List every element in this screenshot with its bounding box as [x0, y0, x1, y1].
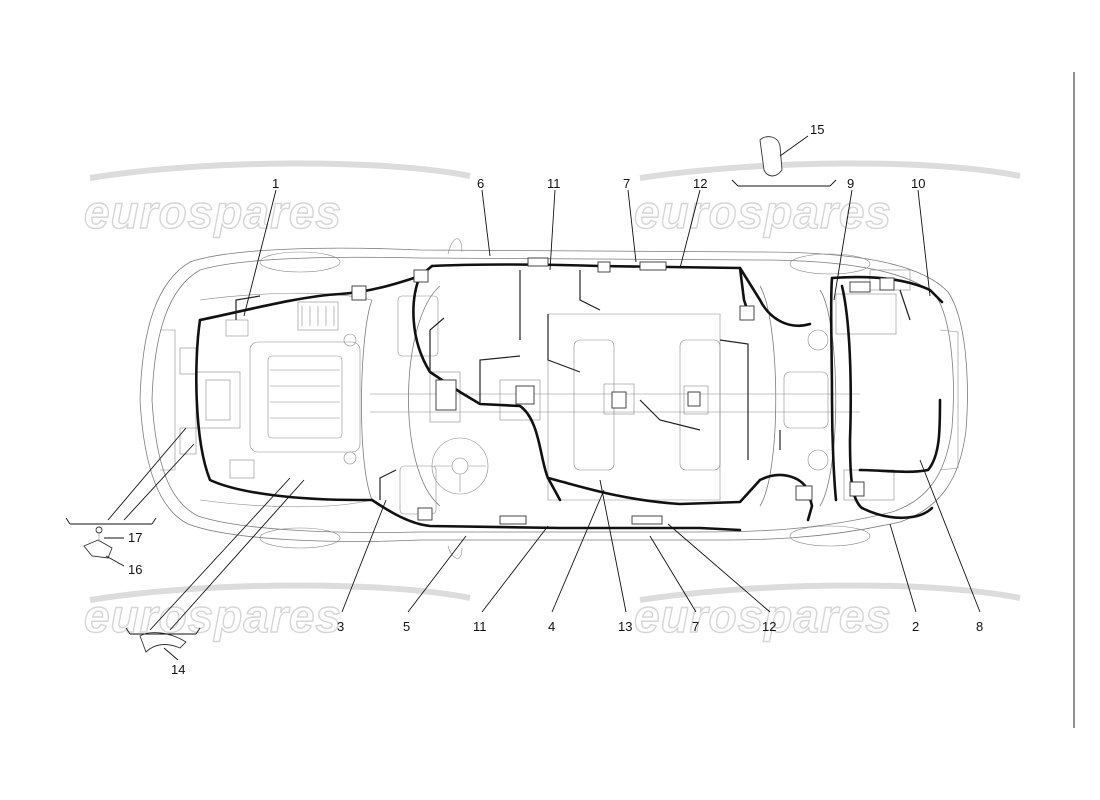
callout-14: 14 — [171, 662, 185, 677]
watermark-top-left: eurospares — [84, 186, 342, 238]
callout-13: 13 — [618, 619, 632, 634]
callout-10: 10 — [911, 176, 925, 191]
car-body-outline — [139, 238, 968, 559]
callout-5: 5 — [403, 619, 410, 634]
part-14-bracket — [125, 627, 201, 653]
callout-9: 9 — [847, 176, 854, 191]
callout-12-top: 12 — [693, 176, 707, 191]
callout-6: 6 — [477, 176, 484, 191]
watermark-bottom-right: eurospares — [634, 590, 892, 642]
callout-3: 3 — [337, 619, 344, 634]
callout-7-bottom: 7 — [692, 619, 699, 634]
callout-17: 17 — [128, 530, 142, 545]
part-15-sensor — [731, 136, 837, 187]
watermark-bottom-left: eurospares — [84, 590, 342, 642]
callout-2: 2 — [912, 619, 919, 634]
engine-assembly — [179, 301, 361, 479]
callout-8: 8 — [976, 619, 983, 634]
callout-11-bottom: 11 — [473, 619, 487, 634]
callout-1: 1 — [272, 176, 279, 191]
main-wiring-harness — [195, 263, 944, 532]
callout-labels: 1 6 11 7 12 15 9 10 17 16 14 3 5 11 4 13… — [128, 122, 983, 677]
part-16-17-clip — [65, 517, 157, 559]
callout-15: 15 — [810, 122, 824, 137]
callout-11-top: 11 — [547, 176, 561, 191]
callout-7-top: 7 — [623, 176, 630, 191]
callout-4: 4 — [548, 619, 555, 634]
leader-lines — [104, 135, 981, 661]
connector-blocks — [351, 257, 895, 525]
callout-12-bottom: 12 — [762, 619, 776, 634]
callout-16: 16 — [128, 562, 142, 577]
secondary-wiring — [235, 270, 911, 500]
watermark-top-right: eurospares — [634, 186, 892, 238]
